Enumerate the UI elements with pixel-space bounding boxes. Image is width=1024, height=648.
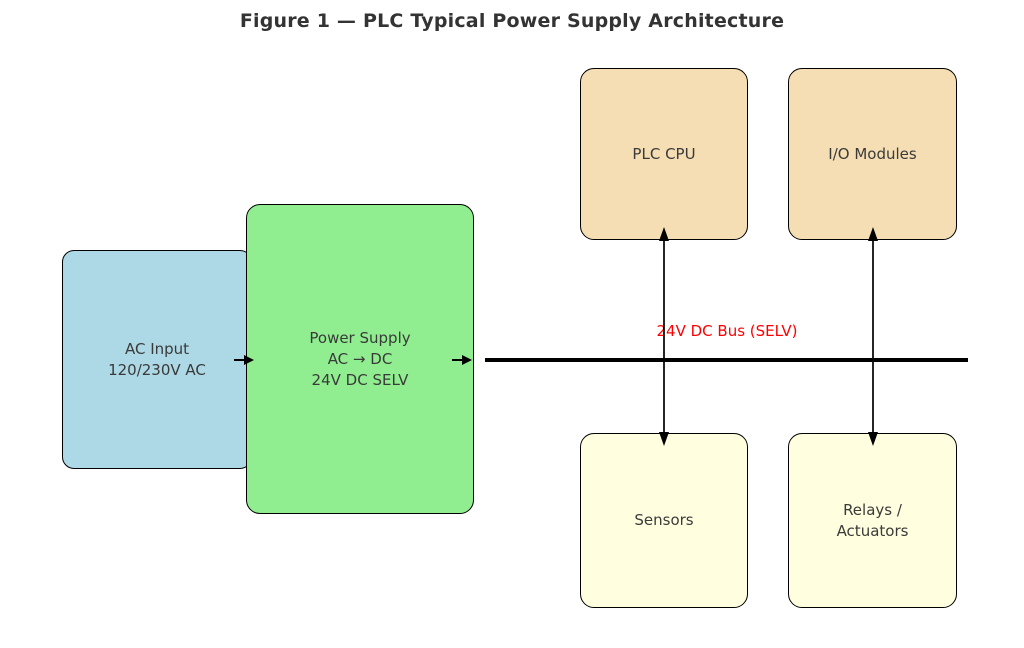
node-relays-actuators: Relays / Actuators <box>788 433 957 608</box>
node-power-supply-label-line2: AC → DC <box>327 349 393 368</box>
node-io-modules-label: I/O Modules <box>828 144 917 163</box>
node-relays-actuators-label-line1: Relays / <box>843 500 902 519</box>
node-sensors: Sensors <box>580 433 748 608</box>
node-ac-input-label-line2: 120/230V AC <box>108 360 206 379</box>
node-power-supply: Power Supply AC → DC 24V DC SELV <box>246 204 474 514</box>
node-io-modules: I/O Modules <box>788 68 957 240</box>
node-power-supply-label-line1: Power Supply <box>309 328 411 347</box>
node-sensors-label: Sensors <box>634 511 694 529</box>
node-plc-cpu: PLC CPU <box>580 68 748 240</box>
node-power-supply-label-line3: 24V DC SELV <box>311 370 409 389</box>
figure-title: Figure 1 — PLC Typical Power Supply Arch… <box>239 10 785 32</box>
bus-label: 24V DC Bus (SELV) <box>656 322 798 340</box>
node-relays-actuators-label-line2: Actuators <box>836 521 909 540</box>
node-ac-input: AC Input 120/230V AC <box>62 250 252 469</box>
node-plc-cpu-label: PLC CPU <box>632 144 696 163</box>
node-ac-input-label-line1: AC Input <box>124 339 190 358</box>
